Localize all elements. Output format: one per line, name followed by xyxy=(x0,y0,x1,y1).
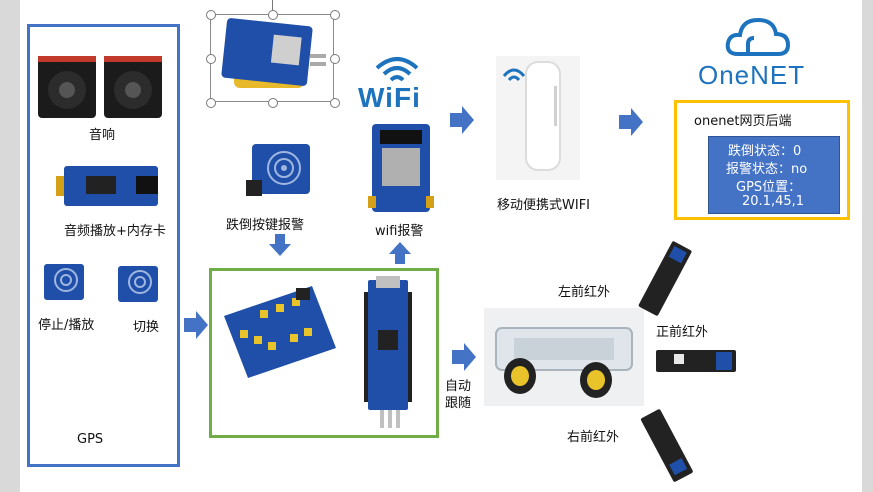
selection-handle[interactable] xyxy=(330,98,340,108)
portable-wifi-image xyxy=(496,56,580,180)
controller-group xyxy=(209,268,439,438)
switch-label: 切换 xyxy=(133,320,160,335)
left-module-group xyxy=(27,24,180,467)
audio-module-image xyxy=(56,166,158,206)
selection-handle[interactable] xyxy=(268,10,278,20)
onenet-logo-text: OneNET xyxy=(698,60,806,90)
right-ir-label: 右前红外 xyxy=(567,430,620,445)
gps-label: GPS xyxy=(77,432,104,447)
portable-wifi-label: 移动便携式WIFI xyxy=(497,198,590,213)
wifi-module-image xyxy=(368,124,434,212)
fall-button-touch-image xyxy=(246,144,310,196)
onenet-backend-label: onenet网页后端 xyxy=(694,114,792,129)
selection-handle[interactable] xyxy=(206,98,216,108)
arrow-right-1 xyxy=(184,311,208,339)
fall-button-label: 跌倒按键报警 xyxy=(226,218,305,233)
gps-position-value: 20.1,45,1 xyxy=(742,194,805,209)
stop-play-touch-image xyxy=(44,264,84,300)
front-ir-sensor-image xyxy=(656,350,736,372)
auto-follow-label: 自动 跟随 xyxy=(445,379,472,411)
alarm-status-text: 报警状态：no xyxy=(726,162,808,177)
selection-handle[interactable] xyxy=(206,10,216,20)
arrow-right-3 xyxy=(619,108,643,136)
wifi-signal-icon xyxy=(375,57,419,82)
gps-module-image xyxy=(221,18,326,88)
wifi-logo-text: WiFi xyxy=(358,82,421,113)
speaker-image xyxy=(38,56,162,118)
arrow-up-1 xyxy=(389,242,411,264)
selection-handle[interactable] xyxy=(330,54,340,64)
left-ir-sensor-image xyxy=(638,241,692,316)
wifi-alarm-label: wifi报警 xyxy=(375,224,424,239)
arrow-down-1 xyxy=(269,234,291,256)
gps-position-label: GPS位置： xyxy=(736,180,802,195)
left-ir-label: 左前红外 xyxy=(558,285,611,300)
robot-car-image xyxy=(484,308,644,406)
rotate-handle-line xyxy=(272,0,273,10)
status-panel xyxy=(708,136,840,214)
front-ir-label: 正前红外 xyxy=(656,325,709,340)
onenet-backend-box xyxy=(674,100,850,220)
arrow-right-2 xyxy=(450,106,474,134)
audio-module-label: 音频播放+内存卡 xyxy=(64,224,166,239)
speaker-label: 音响 xyxy=(89,128,116,143)
arduino-nano-image xyxy=(364,276,412,428)
expansion-shield-image xyxy=(224,286,336,378)
selection-handle[interactable] xyxy=(268,98,278,108)
selection-handle[interactable] xyxy=(330,10,340,20)
stop-play-label: 停止/播放 xyxy=(38,318,95,333)
fall-status-text: 跌倒状态：0 xyxy=(728,144,802,159)
arrow-right-4 xyxy=(452,343,476,371)
switch-touch-image xyxy=(118,266,158,302)
right-ir-sensor-image xyxy=(640,409,693,482)
selection-handle[interactable] xyxy=(206,54,216,64)
cloud-icon xyxy=(725,17,791,56)
